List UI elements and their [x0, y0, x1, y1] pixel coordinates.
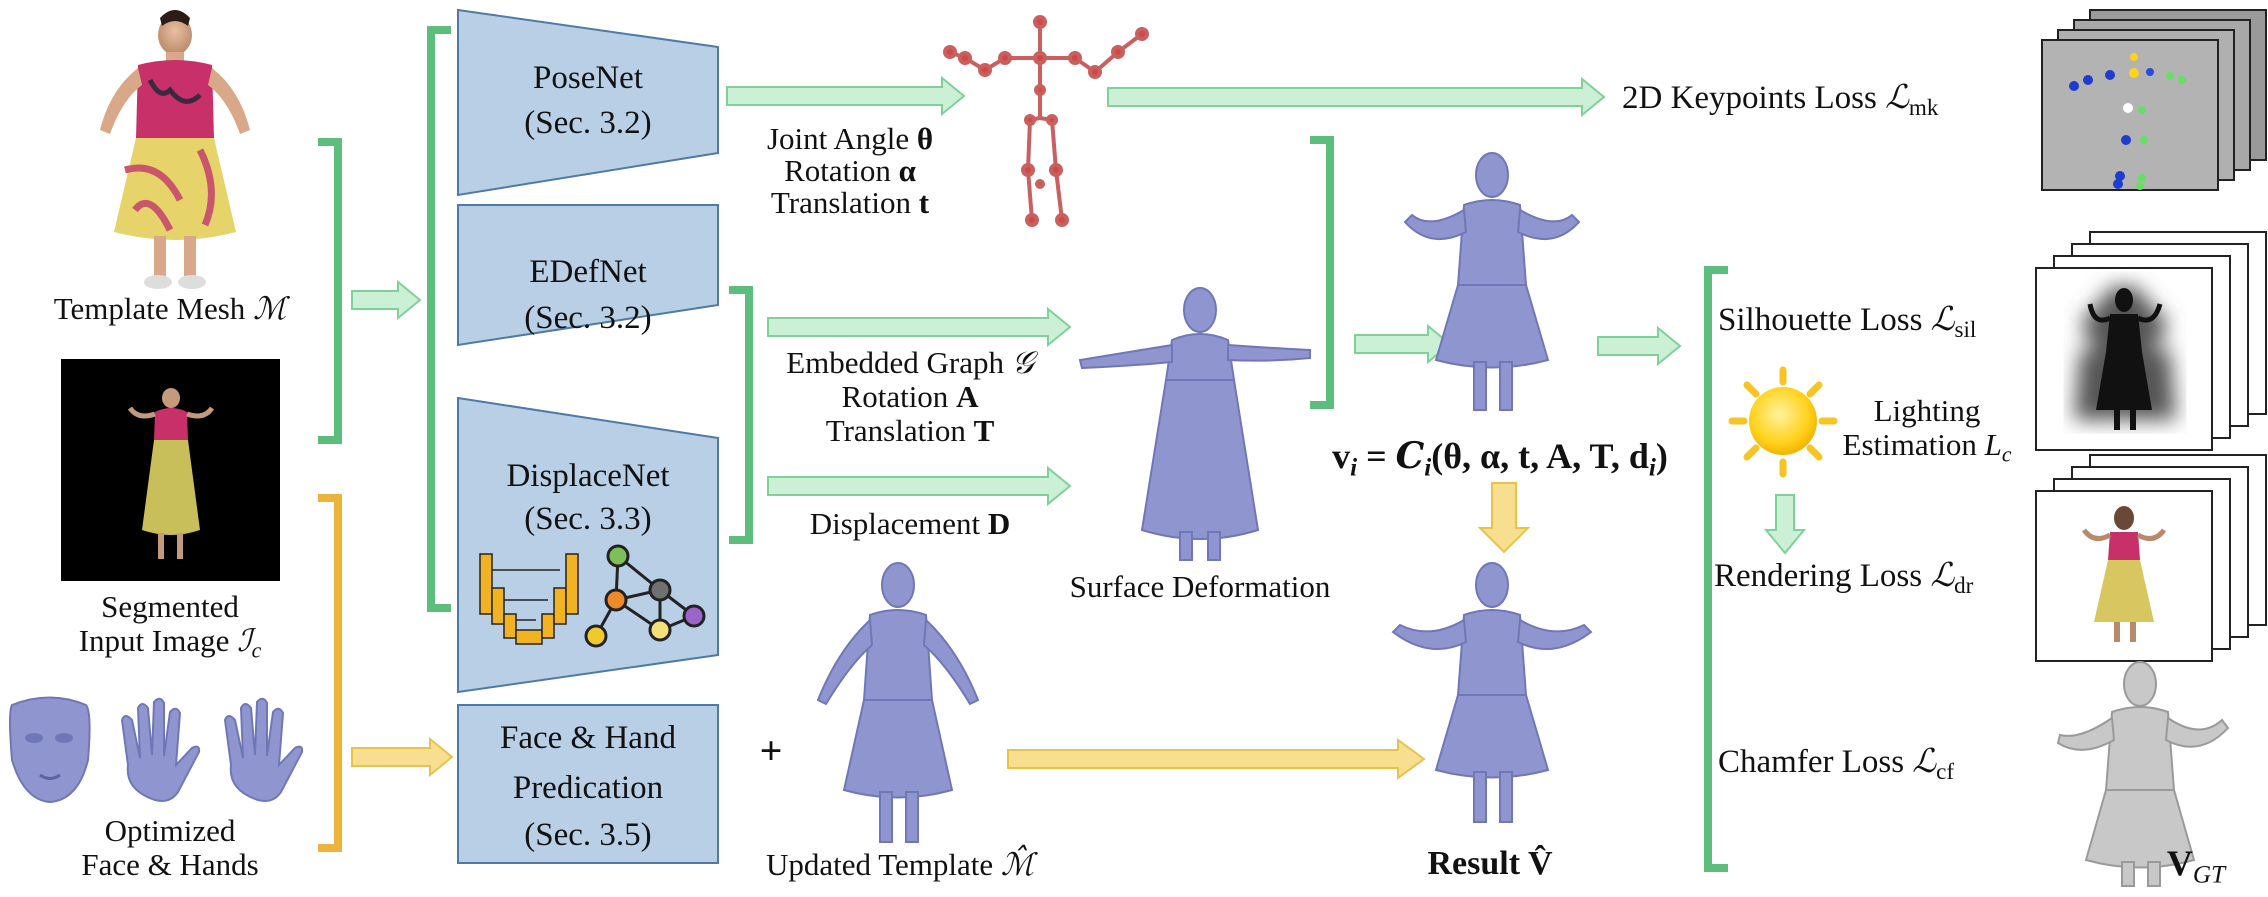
output-bracket-green	[729, 286, 753, 544]
surface-deformation-mesh	[1078, 287, 1311, 561]
plus-sign: +	[759, 728, 783, 773]
displacenet-section: (Sec. 3.3)	[524, 501, 652, 537]
arrow-skeleton-to-kp	[1107, 76, 1606, 118]
facehand-section: (Sec. 3.5)	[524, 817, 652, 853]
updated-template-label: Updated Template ℳ̂	[765, 847, 1034, 883]
template-mesh-label: Template Mesh ℳ	[53, 291, 287, 327]
arrow-equation-to-result	[1477, 482, 1531, 554]
result-label: Result V̂	[1427, 845, 1553, 882]
segmented-label-line1: Segmented	[101, 589, 239, 624]
arrow-displacenet-out	[767, 465, 1072, 507]
arrow-posed-to-losses	[1597, 325, 1682, 367]
surface-deformation-label: Surface Deformation	[1069, 569, 1331, 604]
lighting-label-line1: Lighting	[1873, 393, 1981, 428]
posenet-box	[457, 8, 719, 197]
rotation-A-label: Rotation A	[841, 379, 979, 414]
posenet-section: (Sec. 3.2)	[524, 105, 652, 141]
posenet-title: PoseNet	[533, 60, 643, 96]
green-arrows	[351, 75, 1807, 555]
network-bracket-green	[427, 26, 451, 612]
keypoints-loss-label: 2D Keypoints Loss ℒmk	[1622, 77, 1939, 120]
edefnet-box	[457, 204, 719, 347]
loss-bracket-green	[1704, 266, 1728, 872]
rotation-alpha-label: Rotation α	[784, 153, 916, 188]
translation-t-label: Translation t	[770, 185, 930, 220]
rendering-image	[2081, 506, 2167, 642]
edefnet-title: EDefNet	[529, 254, 647, 290]
chamfer-loss-label: Chamfer Loss ℒcf	[1718, 741, 1955, 784]
silhouette-image	[2074, 285, 2176, 430]
silhouette-loss-label: Silhouette Loss ℒsil	[1718, 299, 1977, 342]
graph-icon	[584, 544, 706, 648]
skeleton-image	[943, 15, 1149, 227]
arrow-light-to-render	[1763, 494, 1807, 555]
input-bracket-yellow	[318, 494, 342, 852]
optimized-label-line2: Face & Hands	[81, 847, 259, 882]
optimized-label-line1: Optimized	[104, 813, 236, 848]
network-shapes	[457, 8, 719, 864]
arrow-edefnet-out	[767, 306, 1072, 348]
keypoints-panel	[2041, 9, 2267, 191]
arrow-input-to-nets	[351, 279, 422, 321]
joint-angle-label: Joint Angle θ	[766, 121, 934, 156]
facehand-title-line2: Predication	[512, 770, 664, 806]
arrow-posenet-out	[726, 75, 966, 117]
posed-mesh	[1403, 152, 1581, 411]
arrow-deform-to-posed	[1354, 323, 1452, 365]
deformation-equation: vi = Ci(θ, α, t, A, T, di)	[1332, 435, 1668, 482]
result-mesh	[1391, 562, 1593, 823]
face-hands-mesh-image	[9, 696, 304, 804]
rendering-loss-label: Rendering Loss ℒdr	[1714, 555, 1974, 598]
segmented-input-image	[61, 359, 280, 581]
ground-truth-label: VGT	[2166, 843, 2226, 889]
updated-template-mesh	[816, 562, 980, 843]
rendering-panel	[2035, 454, 2267, 662]
input-bracket-green	[318, 138, 342, 444]
facehand-box	[457, 704, 719, 864]
sun-icon	[1728, 366, 1838, 478]
translation-T-label: Translation T	[825, 413, 995, 448]
displacenet-title: DisplaceNet	[506, 458, 670, 494]
facehand-title-line1: Face & Hand	[500, 720, 676, 756]
embedded-graph-label: Embedded Graph 𝒢	[786, 345, 1034, 381]
arrow-face-to-pred	[351, 736, 454, 778]
displacenet-box	[457, 396, 719, 694]
segmented-label-line2: Input Image ℐc	[78, 623, 262, 663]
keypoint-dots	[2069, 53, 2186, 190]
yellow-arrows	[351, 482, 1531, 780]
lighting-label-line2: Estimation Lc	[1842, 427, 2012, 467]
template-person-image	[100, 10, 250, 289]
deform-bracket-green	[1310, 136, 1334, 409]
arrow-template-to-result	[1007, 738, 1426, 780]
unet-icon	[479, 553, 579, 645]
gt-scan-image	[2056, 661, 2230, 887]
edefnet-section: (Sec. 3.2)	[524, 300, 652, 336]
displacement-label: Displacement D	[809, 506, 1011, 541]
